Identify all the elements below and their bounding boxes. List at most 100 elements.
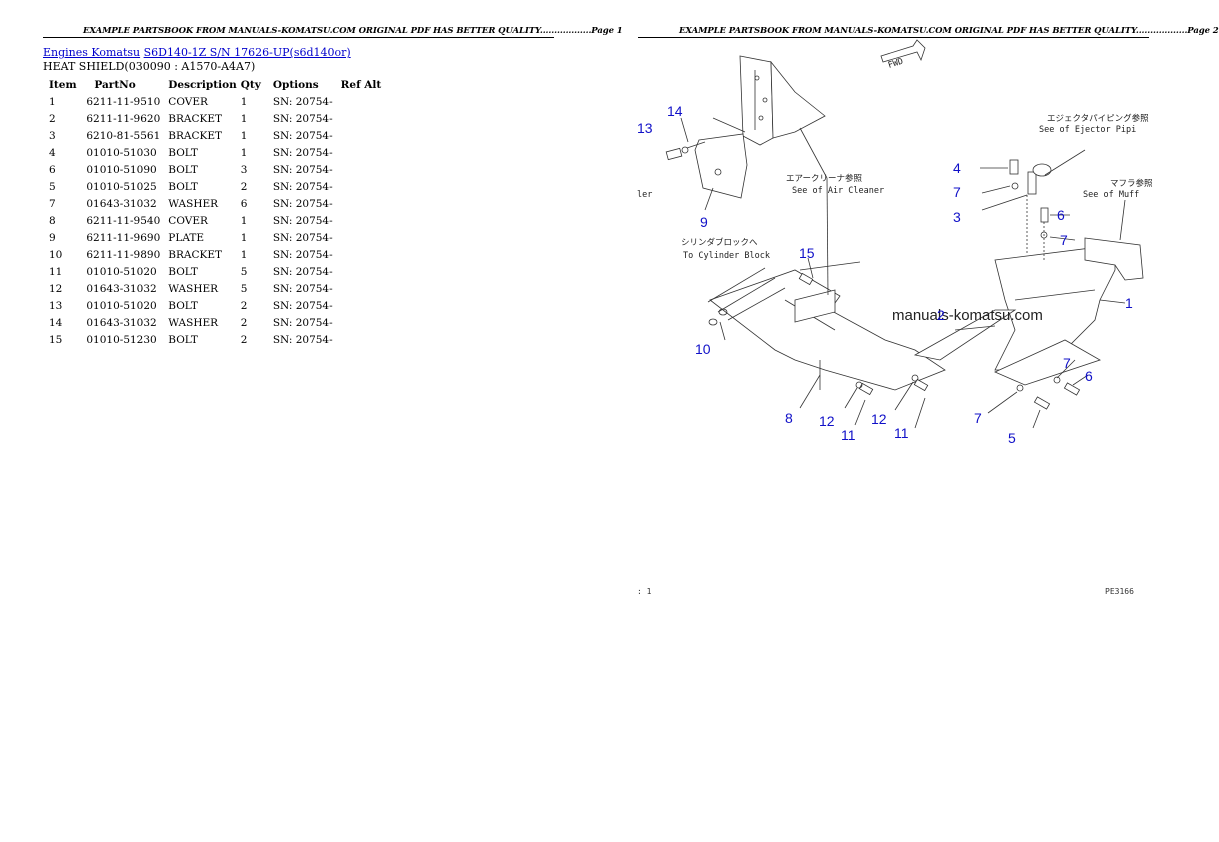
callout-10: 10 xyxy=(695,341,711,357)
cell-description: BOLT xyxy=(168,333,198,346)
plate-drawing xyxy=(694,117,748,199)
diagram-footer-left: : 1 xyxy=(637,587,652,596)
column-header-item: Item xyxy=(49,78,77,91)
cell-partno: 01010-51030 xyxy=(86,146,157,159)
cell-ref-alt xyxy=(337,297,386,314)
cell-options: SN: 20754- xyxy=(272,146,333,159)
cell-ref-alt xyxy=(337,144,386,161)
header-divider xyxy=(43,37,554,38)
callout-7-d: 7 xyxy=(974,410,982,426)
cell-partno: 01010-51020 xyxy=(86,265,157,278)
callout-11-b: 11 xyxy=(894,425,909,441)
cell-options: SN: 20754- xyxy=(272,112,333,125)
cell-ref-alt xyxy=(337,331,386,348)
exploded-parts-diagram: FWD xyxy=(637,39,1153,596)
cell-qty: 2 xyxy=(240,333,248,346)
cell-partno: 01010-51020 xyxy=(86,299,157,312)
page-header: EXAMPLE PARTSBOOK FROM MANUALS-KOMATSU.C… xyxy=(83,26,623,36)
upper-bracket-drawing xyxy=(739,55,826,146)
ejector-bracket-drawing xyxy=(1009,159,1052,260)
lower-cover-drawing xyxy=(709,269,946,391)
cell-qty: 1 xyxy=(240,129,248,142)
callout-7-b: 7 xyxy=(1060,232,1068,248)
diagram-page: EXAMPLE PARTSBOOK FROM MANUALS-KOMATSU.C… xyxy=(595,0,1219,842)
cell-qty: 1 xyxy=(240,214,248,227)
cell-description: COVER xyxy=(168,95,208,108)
note-air-cleaner-en: See of Air Cleaner xyxy=(792,186,884,196)
note-muffler-jp: マフラ参照 xyxy=(1110,178,1153,189)
leader-lines xyxy=(704,127,1126,429)
cell-qty: 5 xyxy=(240,282,248,295)
callout-9: 9 xyxy=(700,214,708,230)
cell-item: 7 xyxy=(49,197,56,210)
cell-qty: 6 xyxy=(240,197,248,210)
cell-ref-alt xyxy=(337,246,386,263)
note-muffler-en: See of Muff xyxy=(1083,190,1139,200)
cell-partno: 01643-31032 xyxy=(86,197,157,210)
cell-item: 9 xyxy=(49,231,56,244)
cell-item: 10 xyxy=(49,248,63,261)
table-row: 7 01643-31032 WASHER 6 SN: 20754- xyxy=(45,195,385,212)
cell-options: SN: 20754- xyxy=(272,299,333,312)
callout-14: 14 xyxy=(667,103,683,119)
cell-description: BRACKET xyxy=(168,129,223,142)
cell-item: 4 xyxy=(49,146,56,159)
column-header-options: Options xyxy=(272,78,319,91)
cell-options: SN: 20754- xyxy=(272,197,333,210)
column-header-ref-alt: Ref Alt xyxy=(340,78,382,91)
note-air-cleaner-jp: エアークリーナ参照 xyxy=(786,173,862,184)
cell-options: SN: 20754- xyxy=(272,333,333,346)
cell-ref-alt xyxy=(337,161,386,178)
cell-description: BOLT xyxy=(168,163,198,176)
cell-description: BOLT xyxy=(168,265,198,278)
cell-description: PLATE xyxy=(168,231,204,244)
callout-7-c: 7 xyxy=(1063,355,1071,371)
cell-options: SN: 20754- xyxy=(272,316,333,329)
cell-qty: 1 xyxy=(240,112,248,125)
callout-6-lower: 6 xyxy=(1085,368,1093,384)
cell-options: SN: 20754- xyxy=(272,95,333,108)
cell-description: BOLT xyxy=(168,146,198,159)
cell-options: SN: 20754- xyxy=(272,180,333,193)
cell-ref-alt xyxy=(337,314,386,331)
callout-12-a: 12 xyxy=(819,413,835,429)
cell-qty: 2 xyxy=(240,180,248,193)
table-header-row: Item PartNo Description Qty Options Ref … xyxy=(45,76,385,93)
cell-partno: 6211-11-9540 xyxy=(86,214,161,227)
callout-6-upper: 6 xyxy=(1057,207,1065,223)
cell-description: BRACKET xyxy=(168,248,223,261)
cell-description: WASHER xyxy=(168,197,219,210)
cell-item: 3 xyxy=(49,129,56,142)
page-header: EXAMPLE PARTSBOOK FROM MANUALS-KOMATSU.C… xyxy=(679,26,1219,36)
note-ejector-jp: エジェクタパイピング参照 xyxy=(1047,113,1149,124)
breadcrumb-link-model[interactable]: S6D140-1Z S/N 17626-UP(s6d140or) xyxy=(143,46,351,59)
cell-ref-alt xyxy=(337,212,386,229)
cell-partno: 6211-11-9690 xyxy=(86,231,161,244)
cell-item: 6 xyxy=(49,163,56,176)
callout-1: 1 xyxy=(1125,295,1133,311)
breadcrumb-link-engines[interactable]: Engines Komatsu xyxy=(43,46,141,59)
cell-item: 14 xyxy=(49,316,63,329)
bolt-washer-group-left xyxy=(665,117,706,161)
cell-partno: 6210-81-5561 xyxy=(86,129,161,142)
cell-partno: 6211-11-9510 xyxy=(86,95,161,108)
cell-item: 13 xyxy=(49,299,63,312)
cell-ref-alt xyxy=(337,178,386,195)
cell-item: 5 xyxy=(49,180,56,193)
cell-qty: 2 xyxy=(240,316,248,329)
note-cylinder-jp: シリンダブロックへ xyxy=(681,237,758,248)
callout-3: 3 xyxy=(953,209,961,225)
cell-partno: 01643-31032 xyxy=(86,316,157,329)
cell-options: SN: 20754- xyxy=(272,265,333,278)
watermark: manuals-komatsu.com xyxy=(892,307,1043,324)
cell-item: 2 xyxy=(49,112,56,125)
cell-item: 12 xyxy=(49,282,63,295)
